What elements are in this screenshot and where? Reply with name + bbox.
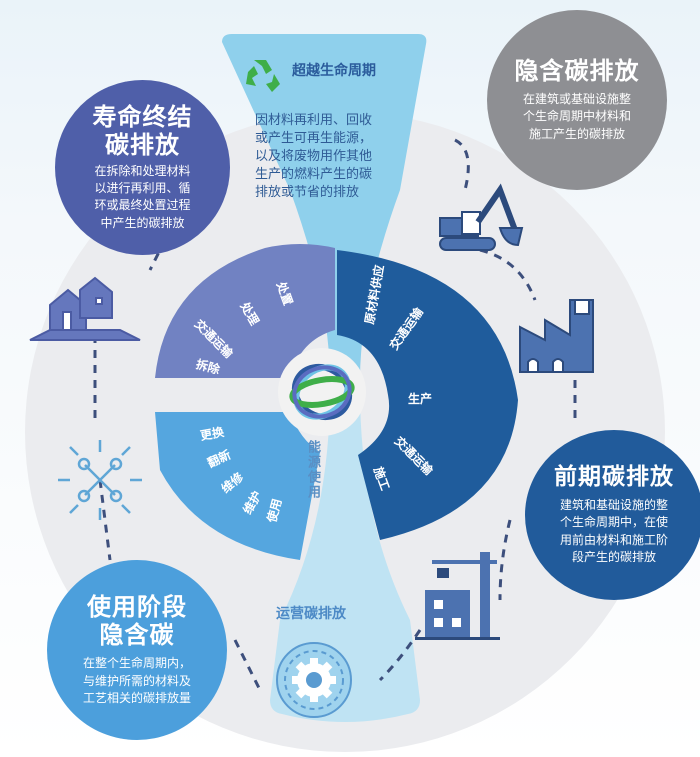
tools-icon [58,440,142,520]
dashed-path [93,138,577,691]
end-of-life-title-1: 寿命终结 [92,102,193,131]
factory-icon [519,299,594,373]
use-stage-title-1: 使用阶段 [87,592,187,621]
segment-use [155,412,320,560]
operational-funnel [270,390,420,722]
beyond-lifecycle-title: 超越生命周期 [292,63,376,79]
end-of-life-desc: 在拆除和处理材料 以进行再利用、循 环或最终处置过程 中产生的碳排放 [94,163,191,230]
recycle-icon [246,60,280,92]
construction-crane-icon [415,552,500,640]
gear-icon [276,642,352,718]
upfront-carbon-circle: 前期碳排放 建筑和基础设施的整 个生命周期中，在使 用前由材料和施工阶 段产生的… [525,430,700,600]
segment-end-of-life [155,244,335,378]
beyond-lifecycle-desc: 因材料再利用、回收 或产生可再生能源， 以及将废物用作其他 生产的燃料产生的碳 … [255,113,373,200]
upfront-carbon-title: 前期碳排放 [554,463,674,490]
embodied-carbon-desc: 在建筑或基础设施整 个生命周期中材料和 施工产生的碳排放 [522,92,631,141]
operational-carbon-title: 运营碳排放 [276,606,346,622]
beyond-lifecycle-funnel [222,34,427,380]
excavator-icon [439,183,524,251]
embodied-carbon-title: 隐含碳排放 [514,56,640,85]
upfront-carbon-desc: 建筑和基础设施的整 个生命周期中，在使 用前由材料和施工阶 段产生的碳排放 [559,497,668,564]
use-stage-title-2: 隐含碳 [99,620,175,649]
use-stage-circle: 使用阶段 隐含碳 在整个生命周期内， 与维护所需的材料及 工艺相关的碳排放量 [47,560,227,740]
segment-label-production: 生产 [408,392,433,406]
center-circle [278,348,366,436]
embodied-carbon-circle: 隐含碳排放 在建筑或基础设施整 个生命周期中材料和 施工产生的碳排放 [487,10,667,190]
end-of-life-title-2: 碳排放 [105,131,180,160]
globe-logo-icon [289,363,355,421]
use-stage-desc: 在整个生命周期内， 与维护所需的材料及 工艺相关的碳排放量 [82,656,191,705]
houses-icon [29,276,141,341]
segment-upfront [337,250,518,540]
end-of-life-circle: 寿命终结 碳排放 在拆除和处理材料 以进行再利用、循 环或最终处置过程 中产生的… [55,80,230,255]
energy-use-label: 能源使用 [305,440,320,500]
